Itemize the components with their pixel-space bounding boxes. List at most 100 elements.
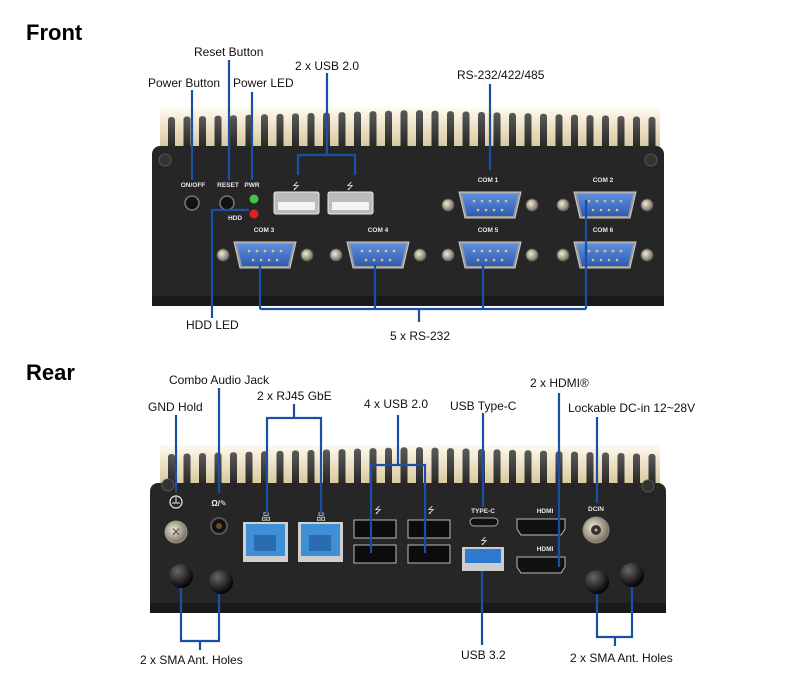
heatsink-fin [416,447,423,487]
heatsink-fin [323,449,330,487]
power-button[interactable] [184,195,200,211]
heatsink-fin [168,117,175,150]
heatsink-fin [276,450,284,487]
heatsink-fin [245,114,253,150]
hdmi-port-1[interactable] [516,518,566,536]
hdmi1-silk: HDMI [537,508,554,515]
front-callout-lines [190,60,588,322]
heatsink-fin [478,111,485,150]
heatsink-fin [292,450,299,487]
com2-silk: COM 2 [593,177,614,184]
heatsink-fin [493,112,501,150]
rear-usb-label: 4 x USB 2.0 [364,397,429,411]
network-icon: 品 [316,512,325,522]
heatsink-fin [633,116,640,150]
com6-silk: COM 6 [593,227,614,234]
com-port-3 [216,241,314,269]
heatsink-fin [261,114,268,150]
headphone-mic-icon: Ω/✎ [211,499,226,508]
heatsink-fin [602,452,609,487]
hdd-led-label: HDD LED [186,318,239,332]
dc-in-label: Lockable DC-in 12~28V [568,401,696,415]
gnd-hold-label: GND Hold [148,400,203,414]
network-icon: 品 [261,512,270,522]
usb-typec-label: USB Type-C [450,399,517,413]
rear-usb-stack-1 [353,519,397,564]
gnd-hold-screw [164,520,188,544]
front-heatsink [160,108,660,150]
screw-icon [161,478,175,492]
hdd-silk: HDD [228,215,242,222]
heatsink-fin [307,449,315,487]
onoff-silk: ON/OFF [181,182,206,189]
heatsink-fin [385,110,392,150]
ground-symbol-icon [169,495,183,509]
heatsink-fin [183,453,191,487]
heatsink-fin [431,110,439,150]
screw-icon [641,479,655,493]
front-usb-port-2 [327,191,374,215]
screw-icon [158,153,172,167]
typec-silk: TYPE-C [471,508,495,515]
rj45-port-2[interactable] [298,522,343,562]
sma-hole-2 [209,570,233,594]
com1-silk: COM 1 [478,177,499,184]
heatsink-fin [571,114,578,150]
heatsink-fin [571,451,578,487]
combo-audio-label: Combo Audio Jack [169,373,270,387]
usb-typec-port[interactable] [469,517,499,527]
usb-icon: ⭍ [374,505,382,515]
heatsink-fin [307,112,315,150]
front-usb-label: 2 x USB 2.0 [295,59,360,73]
heatsink-fin [524,113,532,150]
heatsink-fin [540,450,547,487]
heatsink-fin [230,115,237,150]
heatsink-fin [199,116,206,150]
heatsink-fin [586,452,594,487]
com-port-6 [556,241,654,269]
com-port-4 [329,241,427,269]
hdmi-label: 2 x HDMI® [530,376,589,390]
front-section-title: Front [26,20,83,45]
power-led-label: Power LED [233,76,294,90]
rear-section-title: Rear [26,360,75,385]
heatsink-fin [276,113,284,150]
heatsink-fin [524,450,532,487]
heatsink-fin [462,448,470,487]
heatsink-fin [555,114,563,150]
sma-hole-4 [620,563,644,587]
reset-button[interactable] [219,195,235,211]
heatsink-fin [230,452,237,487]
heatsink-fin [617,453,625,487]
rj45-port-1[interactable] [243,522,288,562]
heatsink-fin [338,112,346,150]
heatsink-fin [400,447,408,487]
heatsink-fin [509,449,516,487]
rs232-label: 5 x RS-232 [390,329,451,343]
heatsink-fin [617,116,625,150]
heatsink-fin [586,115,594,150]
heatsink-fin [447,111,454,150]
pwr-silk: PWR [244,182,259,189]
heatsink-fin [648,453,656,487]
rear-callout-lines [174,388,634,650]
usb-icon: ⭍ [480,536,488,546]
com3-silk: COM 3 [254,227,275,234]
heatsink-fin [292,113,299,150]
hdmi-port-2[interactable] [516,556,566,574]
heatsink-fin [354,448,361,487]
usb-icon: ⭍ [292,181,300,191]
heatsink-fin [338,449,346,487]
heatsink-fin [431,447,439,487]
heatsink-fin [540,113,547,150]
rear-usb-stack-2 [407,519,451,564]
screw-icon [644,153,658,167]
hdmi2-silk: HDMI [537,546,554,553]
sma-hole-1 [169,564,193,588]
usb-icon: ⭍ [346,181,354,191]
com-port-2 [556,191,654,219]
heatsink-fin [462,111,470,150]
heatsink-fin [493,449,501,487]
heatsink-fin [602,115,609,150]
usb-icon: ⭍ [427,505,435,515]
